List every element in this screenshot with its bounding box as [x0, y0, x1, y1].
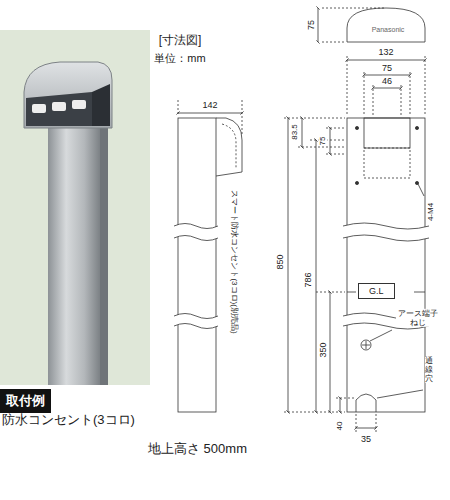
- dimension-label: 75: [382, 63, 392, 73]
- drawing-title: [寸法図]: [159, 34, 202, 48]
- dimension-label: 40: [335, 422, 344, 431]
- box-text: G.L: [369, 286, 384, 296]
- dimension-label: 132: [378, 47, 393, 57]
- product-photo: [0, 30, 150, 385]
- dimension-label: 142: [202, 100, 217, 110]
- dimension-label: 75: [318, 137, 327, 146]
- dimension-label: スマート防水コンセント(3コロ)(別売品): [229, 190, 238, 333]
- dimension-label: アース端子ねじ: [396, 309, 440, 327]
- break-lines: [174, 223, 429, 329]
- dimension-label: 4-M4: [426, 203, 435, 221]
- dimension-label: 通線穴: [425, 357, 433, 383]
- caption-band: 取付例: [0, 389, 51, 413]
- dimension-label: 75: [306, 20, 316, 30]
- dimension-label: 350: [318, 342, 328, 357]
- dimension-label: Panasonic: [372, 26, 405, 34]
- line-work: [178, 8, 425, 432]
- dimension-label: 850: [275, 254, 285, 269]
- dimension-label: 786: [303, 272, 313, 287]
- dimension-label: 35: [361, 434, 371, 444]
- height-caption: 地上高さ 500mm: [148, 442, 247, 457]
- dimension-label: 46: [382, 76, 392, 86]
- box-text: 取付例: [6, 392, 45, 410]
- ground-level-box: G.L: [358, 283, 395, 299]
- dimension-label: 83.5: [290, 124, 299, 140]
- product-name: 防水コンセント(3コロ): [2, 413, 135, 428]
- dimension-label: 単位：mm: [154, 52, 205, 65]
